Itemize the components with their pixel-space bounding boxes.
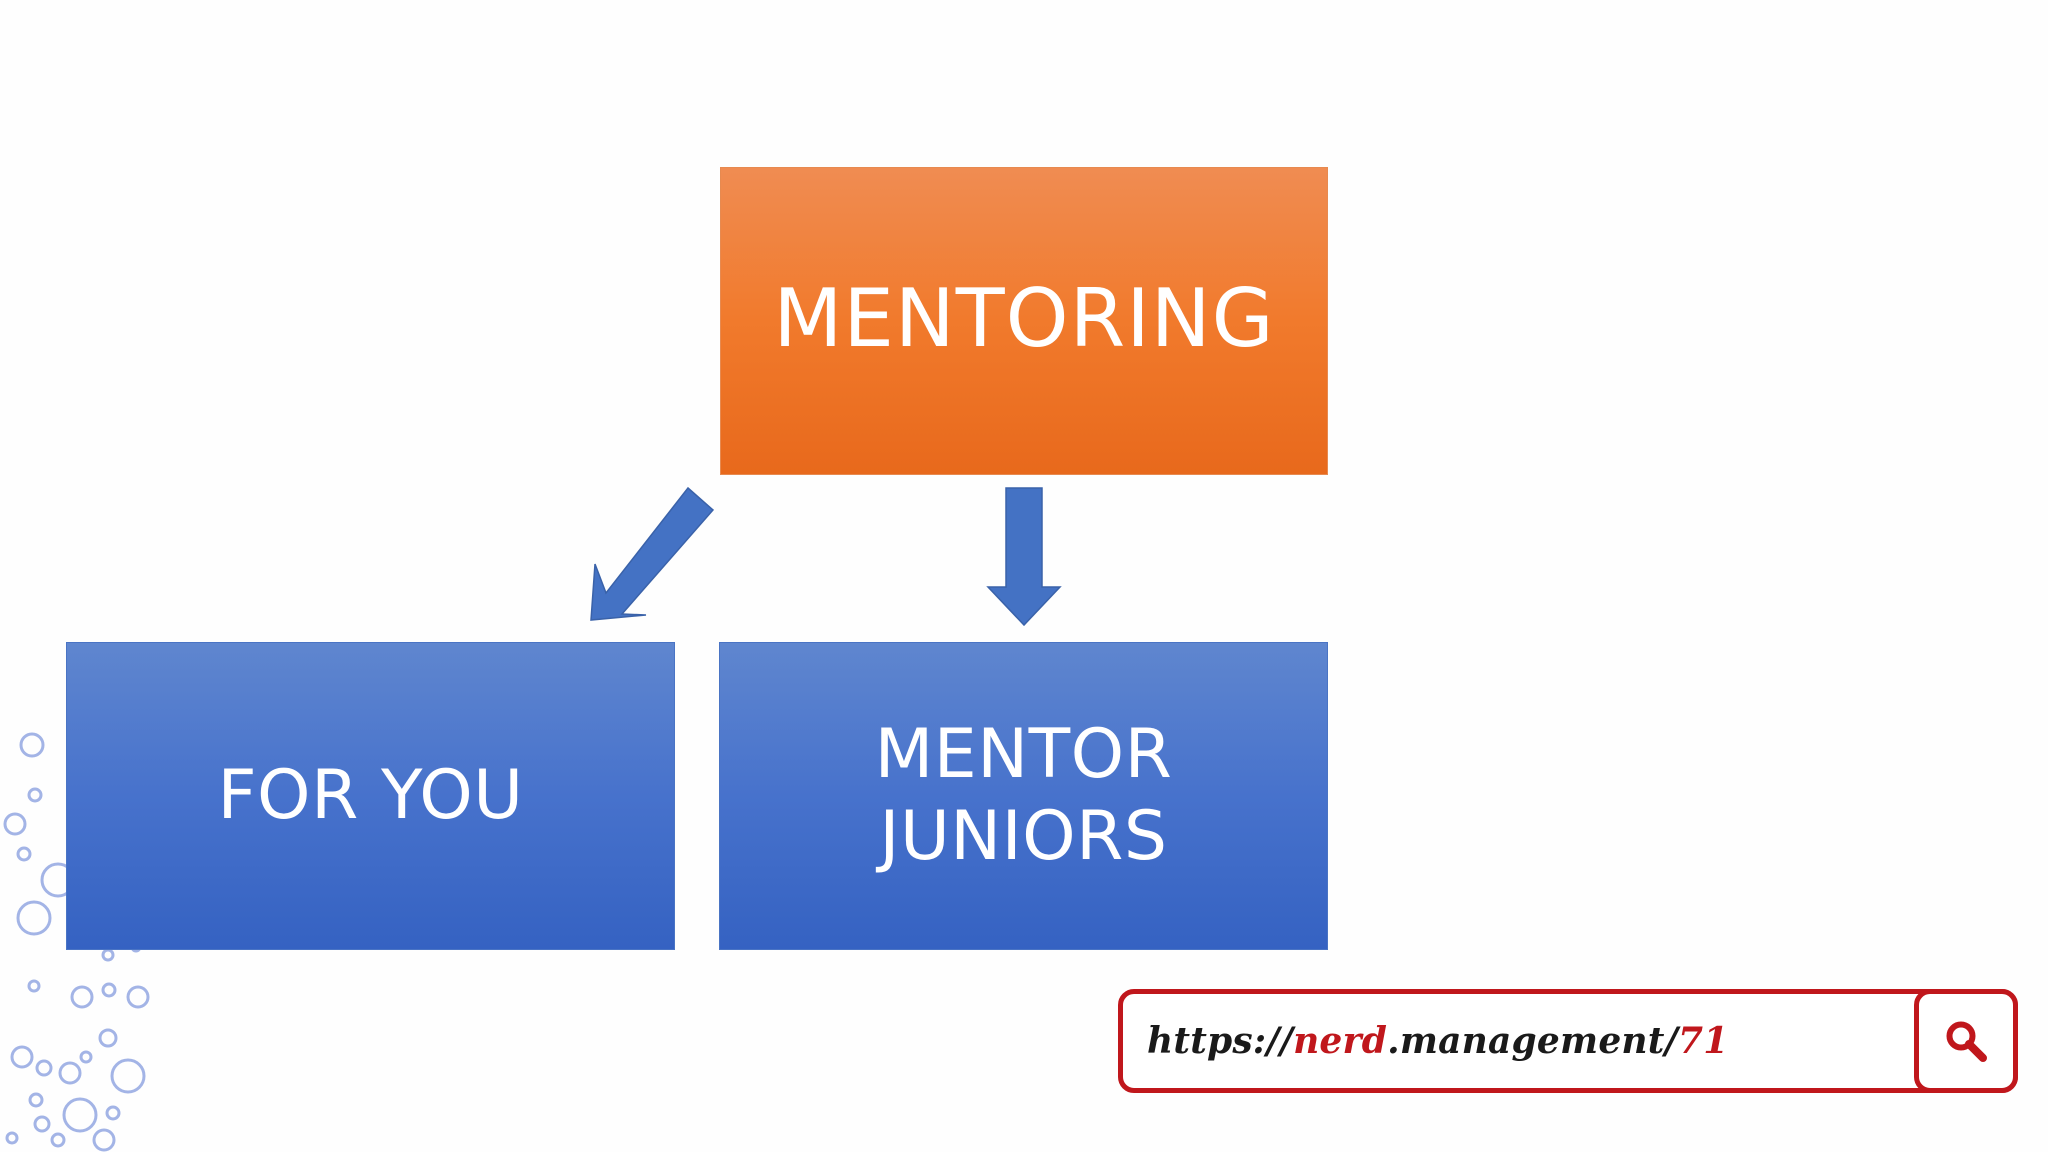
for-you-label: FOR YOU (217, 756, 524, 835)
search-button[interactable] (1914, 989, 2018, 1093)
url-highlight: nerd (1293, 1020, 1388, 1062)
mentoring-label: MENTORING (773, 272, 1275, 365)
url-text[interactable]: https://nerd.management/71 (1147, 994, 1728, 1088)
mentor-juniors-label: MENTOR JUNIORS (874, 715, 1173, 876)
arrow-to-mentor-juniors (986, 487, 1062, 627)
mentoring-node: MENTORING (720, 167, 1328, 475)
for-you-node: FOR YOU (66, 642, 675, 950)
url-prefix: https:// (1147, 1020, 1294, 1062)
url-number: 71 (1677, 1020, 1729, 1062)
url-bar[interactable]: https://nerd.management/71 (1118, 989, 2018, 1093)
mentor-juniors-node: MENTOR JUNIORS (719, 642, 1328, 950)
url-middle: .management/ (1387, 1020, 1678, 1062)
search-icon (1946, 1021, 1987, 1062)
arrow-to-for-you (590, 486, 715, 621)
